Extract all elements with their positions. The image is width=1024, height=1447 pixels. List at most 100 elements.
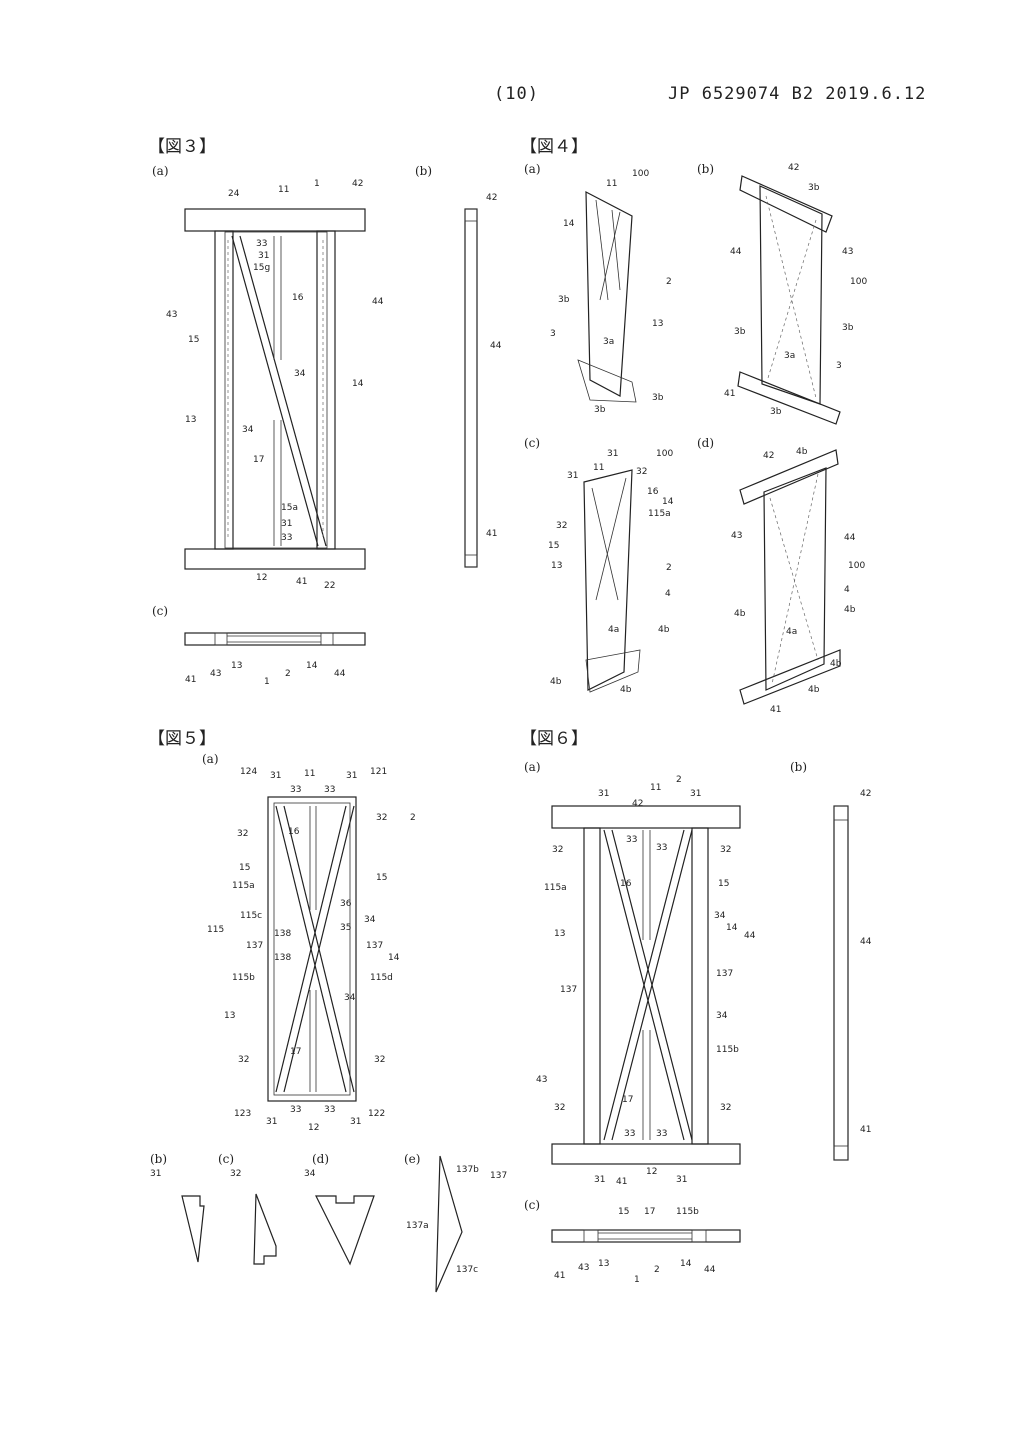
callout: 137 (490, 1171, 507, 1181)
fig3a-drawing (184, 208, 366, 570)
callout: 15 (239, 863, 250, 873)
fig4d-callouts: 42 4b 43 44 100 4 4b 4b 4a 4b 41 4b (731, 447, 865, 715)
callout: 33 (256, 239, 267, 249)
callout: 33 (324, 1105, 335, 1115)
callout: 33 (626, 835, 637, 845)
callout: 42 (632, 799, 643, 809)
callout: 33 (656, 1129, 667, 1139)
fig3c-callouts: 41 43 13 1 2 14 44 (185, 661, 346, 687)
callout: 100 (850, 277, 867, 287)
publication-id: JP 6529074 B2 2019.6.12 (668, 84, 927, 104)
callout: 17 (290, 1047, 301, 1057)
callout: 122 (368, 1109, 385, 1119)
callout: 32 (552, 845, 563, 855)
callout: 36 (340, 899, 352, 909)
callout: 12 (256, 573, 267, 583)
callout: 44 (334, 669, 346, 679)
callout: 32 (376, 813, 387, 823)
callout: 121 (370, 767, 387, 777)
callout: 32 (554, 1103, 565, 1113)
callout: 115d (370, 973, 393, 983)
callout: 100 (848, 561, 865, 571)
callout: 3b (734, 327, 746, 337)
fig4b-drawing (737, 175, 841, 425)
callout: 2 (654, 1265, 660, 1275)
callout: 115c (240, 911, 262, 921)
callout: 4b (808, 685, 820, 695)
callout: 137 (366, 941, 383, 951)
callout: 123 (234, 1109, 251, 1119)
callout: 1 (634, 1275, 640, 1285)
callout: 13 (185, 415, 196, 425)
callout: 31 (676, 1175, 687, 1185)
callout: 2 (285, 669, 291, 679)
callout: 42 (763, 451, 774, 461)
callout: 4b (658, 625, 670, 635)
callout: 34 (714, 911, 726, 921)
callout: 12 (646, 1167, 657, 1177)
callout: 33 (624, 1129, 635, 1139)
callout: 100 (632, 169, 649, 179)
callout: 115a (648, 509, 671, 519)
callout: 43 (166, 310, 177, 320)
callout: 4b (830, 659, 842, 669)
callout: 13 (598, 1259, 609, 1269)
callout: 44 (490, 341, 502, 351)
fig3-panel-a: (a) (152, 164, 169, 178)
callout: 115b (716, 1045, 739, 1055)
callout: 31 (567, 471, 578, 481)
callout: 14 (388, 953, 400, 963)
callout: 137 (246, 941, 263, 951)
callout: 35 (340, 923, 351, 933)
fig3c-drawing (184, 632, 366, 646)
callout: 14 (726, 923, 738, 933)
fig4c-drawing (583, 469, 641, 693)
callout: 14 (352, 379, 364, 389)
callout: 14 (662, 497, 674, 507)
callout: 2 (666, 277, 672, 287)
callout: 15 (718, 879, 729, 889)
callout: 41 (554, 1271, 565, 1281)
figure-6-label: 【図６】 (520, 729, 588, 749)
callout: 31 (266, 1117, 277, 1127)
callout: 13 (224, 1011, 235, 1021)
callout: 100 (656, 449, 673, 459)
callout: 13 (652, 319, 663, 329)
fig4-panel-b: (b) (697, 162, 715, 176)
callout: 13 (554, 929, 565, 939)
callout: 32 (720, 845, 731, 855)
callout: 115b (232, 973, 255, 983)
fig6-panel-a: (a) (524, 760, 541, 774)
callout: 42 (860, 789, 871, 799)
callout: 137c (456, 1265, 478, 1275)
callout: 4b (734, 609, 746, 619)
fig5-panel-a: (a) (202, 752, 219, 766)
fig5a-callouts: 124 31 11 31 121 33 33 32 32 2 16 15 15 … (207, 767, 416, 1133)
callout: 44 (860, 937, 872, 947)
callout: 31 (150, 1169, 161, 1179)
callout: 43 (578, 1263, 589, 1273)
fig6a-drawing (551, 805, 741, 1165)
callout: 13 (231, 661, 242, 671)
callout: 3 (550, 329, 556, 339)
callout: 34 (344, 993, 356, 1003)
fig4d-drawing (739, 449, 841, 705)
callout: 2 (666, 563, 672, 573)
fig5-panel-b: (b) (150, 1152, 168, 1166)
callout: 33 (290, 785, 301, 795)
fig4a-drawing (577, 190, 637, 403)
callout: 4 (665, 589, 671, 599)
callout: 41 (616, 1177, 627, 1187)
fig3a-callouts: 24 11 1 42 33 31 15g 16 43 44 15 34 14 1… (166, 179, 384, 591)
callout: 137b (456, 1165, 479, 1175)
callout: 11 (593, 463, 604, 473)
callout: 32 (720, 1103, 731, 1113)
callout: 4b (620, 685, 632, 695)
callout: 138 (274, 953, 291, 963)
callout: 33 (281, 533, 292, 543)
callout: 41 (770, 705, 781, 715)
callout: 32 (636, 467, 647, 477)
callout: 41 (185, 675, 196, 685)
callout: 11 (304, 769, 315, 779)
